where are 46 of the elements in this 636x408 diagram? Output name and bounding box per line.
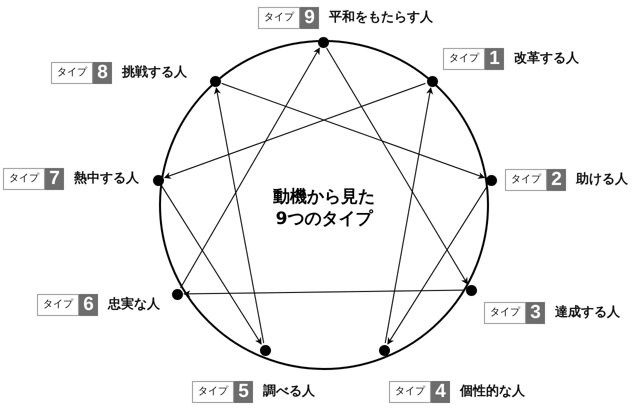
arrow: [183, 290, 464, 298]
type-name: 平和をもたらす人: [329, 9, 433, 27]
type-name: 達成する人: [555, 304, 620, 322]
arrow: [384, 87, 434, 344]
type-name: 忠実な人: [108, 296, 160, 314]
type-number: 8: [93, 62, 112, 84]
type-number: 5: [234, 381, 253, 403]
point-dot: [466, 284, 476, 296]
arrow: [221, 82, 486, 179]
type-label: タイプ: [192, 381, 234, 403]
arrow: [164, 82, 426, 179]
type-number: 3: [526, 302, 545, 324]
type-number: 7: [45, 168, 64, 190]
point-dot: [260, 344, 270, 356]
type-name: 改革する人: [514, 50, 579, 68]
point-dot: [426, 76, 438, 86]
type-name: 個性的な人: [460, 383, 525, 401]
type-name: 挑戦する人: [122, 64, 187, 82]
type-name: 調べる人: [263, 382, 315, 401]
type-label: タイプ: [51, 62, 93, 84]
type-number: 2: [547, 169, 566, 191]
type-label: タイプ: [484, 302, 526, 324]
point-dot: [378, 344, 390, 356]
arrow: [387, 185, 488, 345]
type-name: 熱中する人: [74, 170, 139, 188]
arrow: [161, 185, 262, 345]
point-dot: [318, 36, 328, 48]
type-number: 4: [431, 381, 450, 403]
type-label: タイプ: [37, 294, 79, 316]
point-dot: [210, 76, 220, 86]
arrow: [180, 47, 320, 288]
type-number: 9: [300, 7, 319, 29]
type-label: タイプ: [3, 168, 45, 190]
arrow: [326, 48, 468, 285]
point-dot: [172, 288, 182, 300]
point-dot: [152, 174, 164, 186]
type-number: 1: [485, 48, 504, 70]
type-label: タイプ: [258, 7, 300, 29]
type-number: 6: [79, 294, 98, 316]
type-label: タイプ: [389, 381, 431, 403]
arrow: [214, 87, 264, 344]
type-label: タイプ: [505, 169, 547, 191]
type-label: タイプ: [443, 48, 485, 70]
type-name: 助ける人: [576, 171, 628, 189]
center-title: 動機から見た9つのタイプ: [272, 186, 376, 230]
point-dot: [486, 174, 496, 186]
